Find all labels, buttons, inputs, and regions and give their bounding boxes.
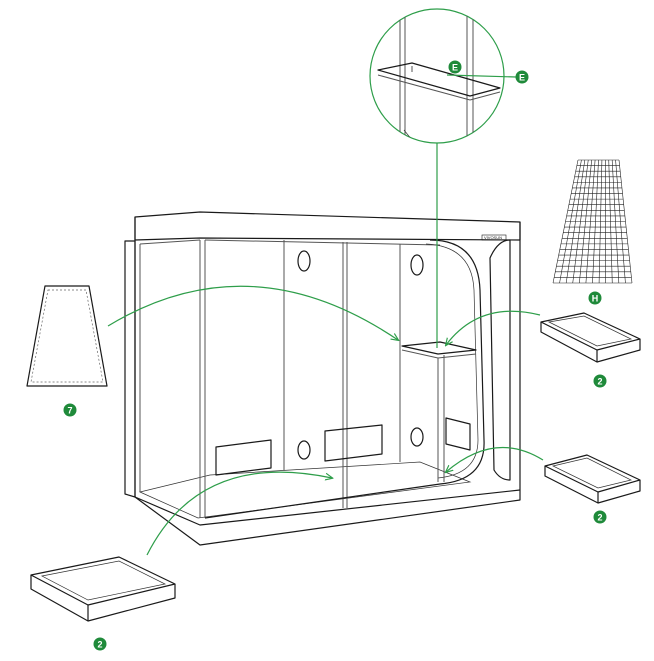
svg-text:2: 2 [597, 377, 602, 387]
arrow-tray-to-floor-right [446, 447, 544, 473]
vent-port [297, 440, 311, 460]
tent-roof [134, 211, 521, 241]
door-zipper [204, 239, 485, 519]
tray-upper-right [540, 312, 641, 363]
brand-label [481, 234, 507, 241]
arrow-filter-to-shelf [107, 285, 398, 340]
callout-badge-e-zoom: E [448, 60, 462, 74]
door-zipper-inner [425, 243, 479, 479]
tent-back-panel-edge [124, 240, 136, 498]
mesh-window [445, 417, 471, 451]
svg-text:H: H [592, 294, 599, 304]
callout-badge-2-upper-right: 2 [593, 374, 607, 388]
svg-text:2: 2 [97, 640, 102, 650]
grow-tent: VIVOSUN [124, 211, 521, 546]
svg-text:E: E [519, 73, 525, 83]
filter-sock [26, 285, 108, 387]
tent-shelf [401, 341, 477, 355]
tray-lower-right [544, 454, 641, 504]
svg-text:E: E [452, 63, 458, 73]
arrow-tray-to-floor-left [146, 471, 332, 556]
frame-top-bar [139, 239, 201, 245]
arrow-tray-to-shelf [446, 310, 541, 345]
frame-top-bar [204, 239, 441, 246]
mesh-window [215, 439, 272, 476]
callout-badge-e: E [515, 70, 529, 84]
mesh-window [324, 424, 383, 462]
tray-lower-left [30, 556, 176, 622]
svg-text:7: 7 [67, 406, 72, 416]
brand-text: VIVOSUN [484, 235, 502, 240]
callout-badge-2-lower-right: 2 [593, 510, 607, 524]
assembly-arrows [107, 285, 544, 556]
shelf-front [401, 349, 439, 359]
vent-port [410, 427, 424, 447]
callout-badge-2-lower-left: 2 [93, 637, 107, 651]
side-panel [489, 239, 511, 481]
vent-port [297, 250, 311, 272]
svg-text:2: 2 [597, 513, 602, 523]
vent-port [410, 254, 424, 276]
tent-floor-edge [134, 489, 521, 526]
detail-zoom [369, 8, 517, 348]
e-pointer [446, 74, 517, 78]
callout-badge-h: H [588, 291, 602, 305]
tent-body [134, 217, 521, 546]
trellis-netting [552, 159, 633, 284]
tent-inner-floor [138, 461, 472, 519]
callout-badge-7: 7 [63, 403, 77, 417]
